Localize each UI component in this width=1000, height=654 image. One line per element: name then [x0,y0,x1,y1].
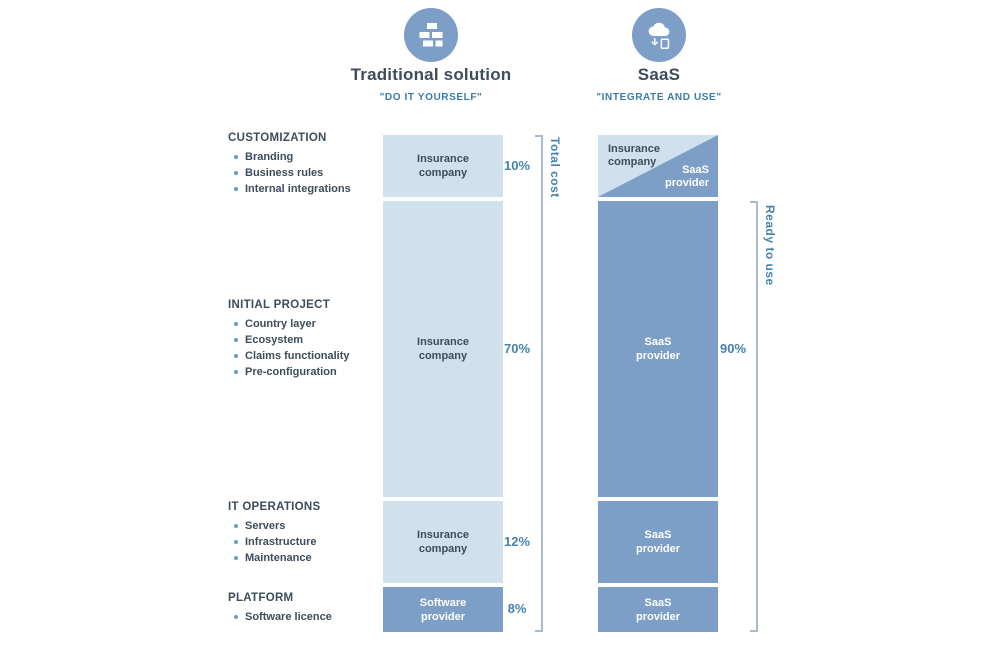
segment-owner: SaaS provider [635,336,680,362]
bullet-icon [234,615,238,619]
saas-segment-platform: SaaS provider [598,587,718,632]
ready-to-use-label: Ready to use [763,205,777,286]
split-bottom-owner: SaaS provider [664,164,709,189]
list-item-label: Infrastructure [245,536,317,548]
list-item: Internal integrations [228,181,393,197]
list-item: Pre-configuration [228,364,393,380]
bullet-icon [234,524,238,528]
bricks-icon [404,8,458,62]
list-item: Branding [228,149,393,165]
percent-it-operations: 12% [503,534,531,549]
percent-platform: 8% [507,601,527,616]
list-item: Ecosystem [228,332,393,348]
bullet-icon [234,354,238,358]
bullet-icon [234,556,238,560]
traditional-segment-it-operations: Insurance company [383,501,503,583]
category-label: CUSTOMIZATION [228,132,327,144]
list-item-label: Servers [245,520,286,532]
traditional-segment-customization: Insurance company [383,135,503,197]
cloud-icon [632,8,686,62]
list-item-label: Pre-configuration [245,366,337,378]
list-item: Infrastructure [228,534,393,550]
list-item-label: Claims functionality [245,350,350,362]
category-label: PLATFORM [228,592,294,604]
saas-segment-customization-split: Insurance company SaaS provider [598,135,718,197]
percent-initial-project: 70% [503,341,531,356]
bullet-icon [234,370,238,374]
saas-title: SaaS [637,65,681,84]
bullet-icon [234,171,238,175]
list-item: Servers [228,518,393,534]
segment-owner: Insurance company [417,529,469,555]
list-item-label: Ecosystem [245,334,304,346]
category-platform: PLATFORM Software licence [228,592,393,625]
list-item: Country layer [228,316,393,332]
category-label: IT OPERATIONS [228,501,321,513]
percent-customization: 10% [503,158,531,173]
saas-segment-it-operations: SaaS provider [598,501,718,583]
list-item-label: Branding [245,151,294,163]
bullet-icon [234,540,238,544]
saas-percent: 90% [719,341,747,356]
bullet-icon [234,338,238,342]
traditional-subtitle: "DO IT YOURSELF" [379,92,483,103]
list-item: Business rules [228,165,393,181]
traditional-title: Traditional solution [350,65,512,84]
segment-owner: SaaS provider [635,596,680,623]
traditional-segment-platform: Software provider [383,587,503,632]
saas-subtitle: "INTEGRATE AND USE" [596,92,722,103]
list-item-label: Maintenance [245,552,312,564]
category-customization: CUSTOMIZATION Branding Business rules In… [228,132,393,197]
ready-to-use-bracket [750,201,758,632]
total-cost-label: Total cost [548,137,562,198]
category-initial-project: INITIAL PROJECT Country layer Ecosystem … [228,299,393,380]
total-cost-bracket [535,135,543,632]
list-item: Maintenance [228,550,393,566]
list-item-label: Internal integrations [245,183,351,195]
bullet-icon [234,155,238,159]
bullet-icon [234,187,238,191]
list-item-label: Software licence [245,611,332,623]
traditional-segment-initial-project: Insurance company [383,201,503,497]
segment-owner: SaaS provider [635,529,680,555]
split-top-owner: Insurance company [608,143,660,168]
segment-owner: Insurance company [417,336,469,362]
list-item-label: Business rules [245,167,324,179]
bullet-icon [234,322,238,326]
list-item: Claims functionality [228,348,393,364]
category-label: INITIAL PROJECT [228,299,331,311]
category-it-operations: IT OPERATIONS Servers Infrastructure Mai… [228,501,393,566]
segment-owner: Software provider [419,596,467,623]
list-item: Software licence [228,609,393,625]
list-item-label: Country layer [245,318,316,330]
segment-owner: Insurance company [417,153,469,179]
saas-segment-initial-project: SaaS provider [598,201,718,497]
